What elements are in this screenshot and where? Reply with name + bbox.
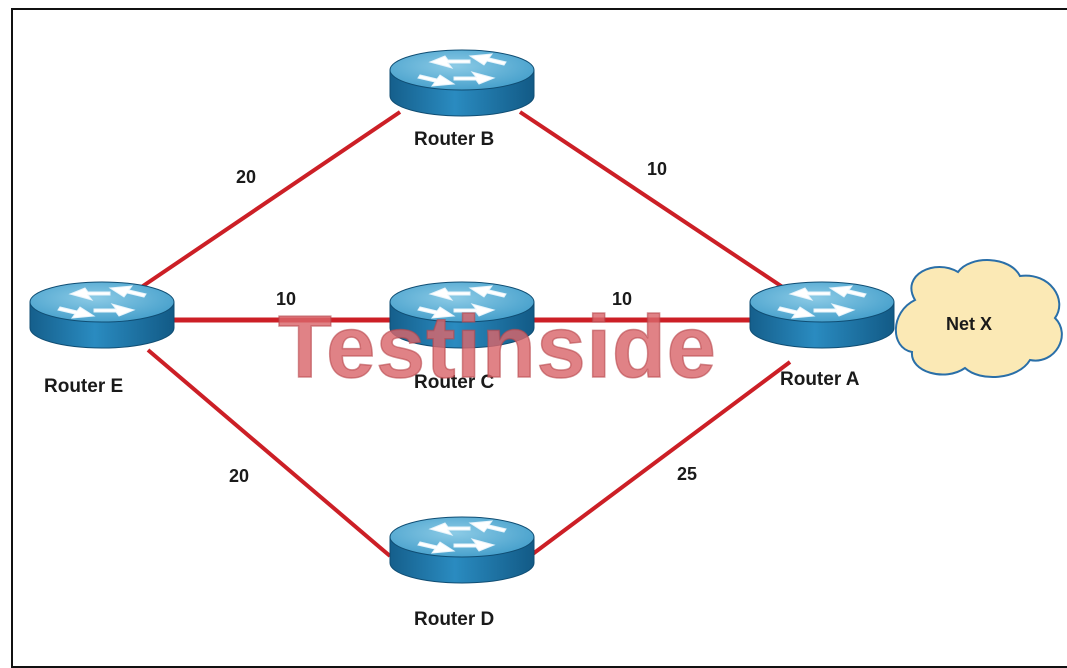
- router-b: [389, 49, 535, 117]
- link-e-d: [146, 348, 392, 558]
- router-c-label: Router C: [414, 372, 495, 393]
- net-x-label: Net X: [946, 314, 992, 334]
- link-e-b: [138, 110, 402, 290]
- network-diagram: 20 10 10 10 20 25 Net X Router B: [11, 8, 1067, 668]
- link-b-a: [518, 110, 792, 294]
- router-a-label: Router A: [780, 369, 860, 390]
- cost-e-d: 20: [229, 466, 249, 486]
- link-costs: 20 10 10 10 20 25: [229, 159, 697, 486]
- watermark: Testinside: [278, 297, 717, 396]
- cost-c-a: 10: [612, 289, 632, 309]
- cost-d-a: 25: [677, 464, 697, 484]
- link-d-a: [528, 360, 792, 558]
- router-d: [389, 516, 535, 584]
- net-x-cloud: Net X: [894, 259, 1063, 378]
- router-e-label: Router E: [44, 376, 123, 397]
- router-e: [29, 281, 175, 349]
- diagram-frame: [11, 8, 1067, 668]
- cost-e-c: 10: [276, 289, 296, 309]
- router-a: [749, 281, 895, 349]
- router-b-label: Router B: [414, 129, 494, 150]
- router-d-label: Router D: [414, 609, 494, 630]
- cost-e-b: 20: [236, 167, 256, 187]
- cost-b-a: 10: [647, 159, 667, 179]
- links: [138, 110, 792, 558]
- diagram-canvas: 20 10 10 10 20 25 Net X Router B: [29, 49, 1063, 630]
